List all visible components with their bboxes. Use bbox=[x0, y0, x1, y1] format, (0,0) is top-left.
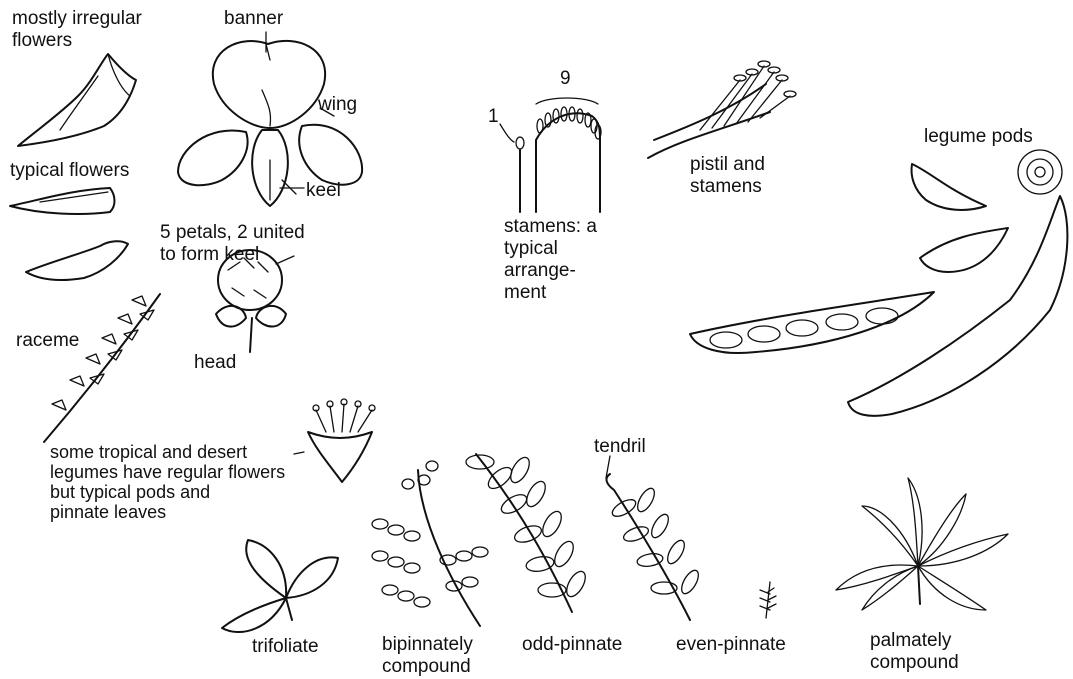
trifoliate-leaf-drawing bbox=[222, 540, 338, 632]
label-wing: wing bbox=[318, 94, 357, 116]
stamen-arrangement-drawing bbox=[500, 98, 601, 212]
label-keel: keel bbox=[306, 180, 341, 202]
pistil-stamens-drawing bbox=[648, 61, 796, 158]
label-stamen-one: 1 bbox=[488, 106, 499, 128]
bipinnate-leaf-drawing bbox=[372, 461, 488, 626]
raceme-drawing bbox=[44, 294, 160, 442]
typical-flowers-drawing bbox=[10, 188, 128, 280]
label-odd-pinnate: odd-pinnate bbox=[522, 634, 622, 656]
odd-pinnate-leaf-drawing bbox=[466, 454, 589, 612]
tropical-flower-drawing bbox=[308, 399, 375, 482]
label-typical-flowers: typical flowers bbox=[10, 160, 129, 182]
label-stamens-arrangement: stamens: a typical arrange- ment bbox=[504, 216, 597, 304]
label-tropical-note: some tropical and desert legumes have re… bbox=[50, 442, 285, 522]
label-stamen-nine: 9 bbox=[560, 68, 571, 90]
label-banner: banner bbox=[224, 8, 283, 30]
label-palmately-compound: palmately compound bbox=[870, 630, 959, 674]
label-raceme: raceme bbox=[16, 330, 79, 352]
label-mostly-irregular-flowers: mostly irregular flowers bbox=[12, 8, 142, 52]
label-five-petals: 5 petals, 2 united to form keel bbox=[160, 222, 305, 266]
label-legume-pods: legume pods bbox=[924, 126, 1033, 148]
palmate-leaf-drawing bbox=[836, 478, 1008, 610]
irregular-flower-drawing bbox=[18, 54, 136, 146]
label-pistil-and-stamens: pistil and stamens bbox=[690, 154, 765, 198]
label-trifoliate: trifoliate bbox=[252, 636, 319, 658]
label-tendril: tendril bbox=[594, 436, 646, 458]
even-pinnate-leaf-drawing bbox=[607, 474, 776, 620]
label-head: head bbox=[194, 352, 236, 374]
label-bipinnately-compound: bipinnately compound bbox=[382, 634, 473, 678]
label-even-pinnate: even-pinnate bbox=[676, 634, 786, 656]
